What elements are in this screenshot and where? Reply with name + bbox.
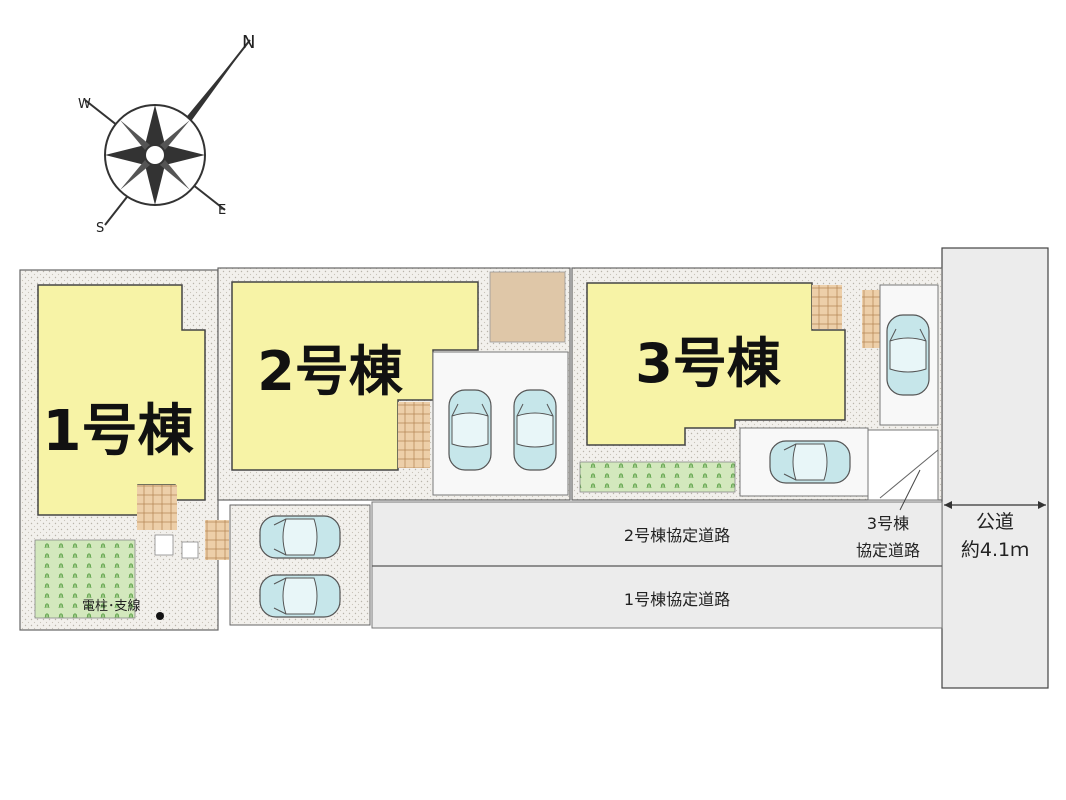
public-road-width: 約4.1ｍ (961, 539, 1029, 561)
tile-3a (812, 285, 842, 329)
utility-pole-icon (156, 612, 164, 620)
compass-n: N (242, 32, 255, 53)
public-road (941, 247, 1049, 689)
compass-w: W (78, 97, 91, 112)
road-1 (371, 565, 943, 629)
compass-e: E (218, 203, 226, 218)
tile-3b (862, 290, 882, 348)
car-icon (259, 515, 341, 559)
road-3-label-2: 協定道路 (856, 541, 920, 560)
tile-1 (137, 485, 177, 530)
compass-s: S (96, 221, 104, 236)
building-2-label: 2号棟 (257, 340, 404, 403)
tile-2 (398, 402, 430, 468)
utility-pole-label: 電柱･支線 (82, 598, 141, 614)
road-3-label-1: 3号棟 (867, 514, 909, 533)
road-1-label: 1号棟協定道路 (624, 590, 730, 609)
public-road-label: 公道 (976, 511, 1014, 533)
car-icon (886, 314, 930, 396)
road-2 (371, 501, 943, 567)
car-icon (769, 440, 851, 484)
yard-2 (489, 271, 566, 343)
road-2-label: 2号棟協定道路 (624, 526, 730, 545)
lawn-1 (34, 539, 136, 619)
compass: N W S E (78, 32, 255, 236)
car-icon (448, 389, 492, 471)
lawn-3 (579, 461, 736, 493)
tile-1b (205, 520, 229, 560)
car-icon (513, 389, 557, 471)
car-icon (259, 574, 341, 618)
building-3-label: 3号棟 (635, 332, 782, 395)
building-1-label: 1号棟 (43, 399, 195, 464)
